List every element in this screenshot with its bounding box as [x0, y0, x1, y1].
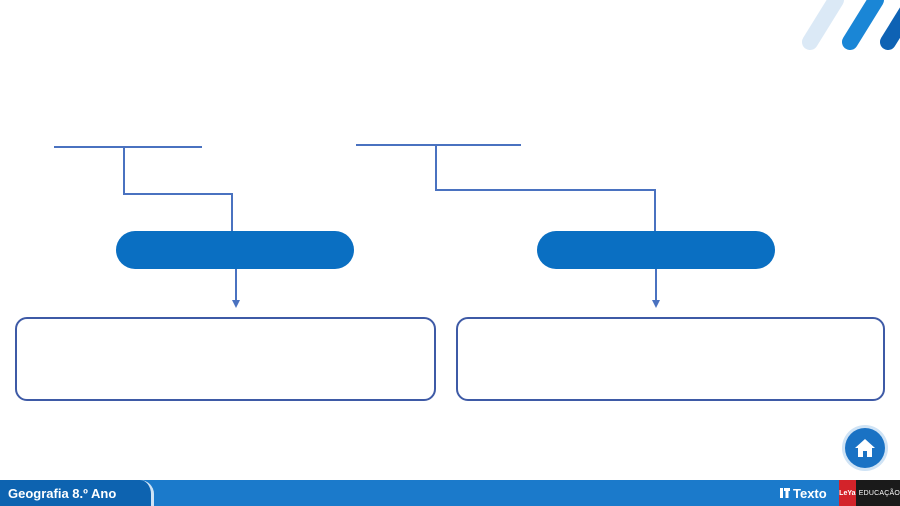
decorative-stripes [802, 0, 900, 50]
subject-title: Geografia 8.º Ano [8, 485, 117, 501]
texto-logo-icon [780, 488, 790, 498]
texto-brand: Texto [780, 480, 827, 506]
right-category-pill [537, 231, 775, 269]
leya-brand: LeYa EDUCAÇÃO [839, 480, 900, 506]
footer-subject-tab: Geografia 8.º Ano [0, 480, 154, 506]
left-answer-box [15, 317, 436, 401]
leya-logo-mark: LeYa [839, 480, 856, 506]
left-category-pill [116, 231, 354, 269]
home-button[interactable] [845, 428, 885, 468]
right-connector [435, 145, 656, 231]
left-connector [123, 147, 233, 231]
home-icon [855, 439, 875, 457]
leya-educacao-label: EDUCAÇÃO [858, 489, 900, 497]
right-answer-box [456, 317, 885, 401]
texto-brand-label: Texto [793, 485, 827, 501]
footer-bar: Geografia 8.º Ano Texto LeYa EDUCAÇÃO [0, 480, 900, 506]
